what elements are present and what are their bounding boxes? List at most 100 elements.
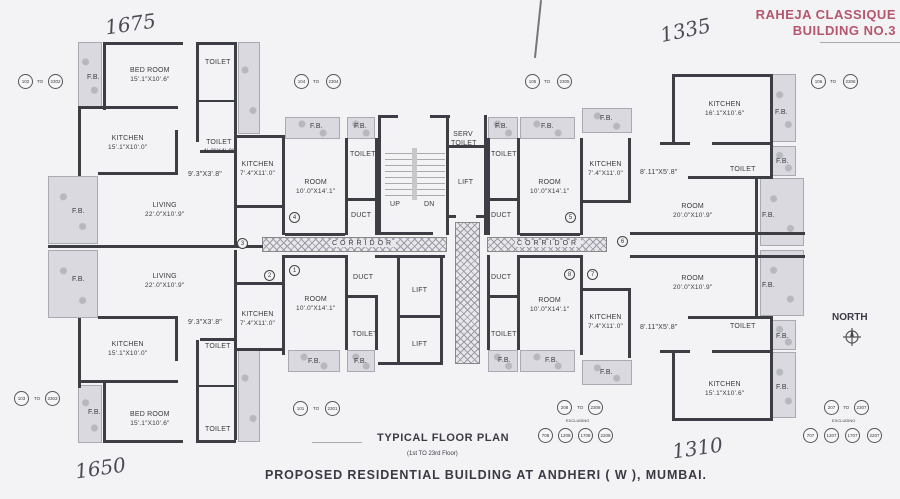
handwritten-note: 1335 — [658, 12, 713, 48]
flower-bed — [78, 385, 102, 443]
pen-stroke — [533, 0, 542, 58]
passage-right: 8'.11"X5'.8" — [640, 324, 678, 331]
title-rule — [312, 442, 362, 443]
fb-label: F.B. — [541, 123, 554, 130]
duct-label: DUCT — [353, 274, 374, 281]
fb-label: F.B. — [545, 357, 558, 364]
toilet-label: TOILET — [205, 59, 231, 66]
north-label: NORTH — [832, 312, 868, 323]
flower-bed — [238, 42, 260, 134]
corridor-label: CORRIDOR — [330, 240, 397, 247]
toilet-label: TOILET — [205, 343, 231, 350]
room-kitchen-left-bottom: KITCHEN 15'.1"X10'.0" — [108, 341, 148, 357]
duct-label: DUCT — [491, 212, 512, 219]
flower-bed — [78, 42, 102, 107]
room-right-top: ROOM 20'.0"X10'.9" — [673, 203, 713, 219]
stair-down-label: DN — [424, 201, 435, 208]
stair-up-label: UP — [390, 201, 401, 208]
stair-divider — [412, 148, 417, 200]
fb-label: F.B. — [310, 123, 323, 130]
flower-bed — [582, 108, 632, 133]
flower-bed — [772, 146, 796, 176]
toilet-small: TOILET 4'.3"X4'.0" — [203, 139, 235, 155]
grid-node: 6 — [617, 236, 628, 247]
room-living-top: LIVING 22'.0"X10'.9" — [145, 202, 185, 218]
flower-bed — [238, 350, 260, 442]
room-kitchen-mid: KITCHEN 7'.4"X11'.0" — [240, 161, 276, 177]
central-lobby — [455, 222, 480, 364]
fb-label: F.B. — [495, 123, 508, 130]
toilet-label: TOILET — [352, 331, 378, 338]
grid-node: 4 — [289, 212, 300, 223]
fb-label: F.B. — [354, 358, 367, 365]
serv-toilet-label: SERV TOILET — [451, 131, 477, 147]
flower-bed — [347, 350, 375, 372]
fb-label: F.B. — [498, 357, 511, 364]
flower-bed — [488, 350, 518, 372]
project-title: RAHEJA CLASSIQUE BUILDING NO.3 — [756, 7, 896, 39]
handwritten-note: 1310 — [670, 432, 725, 464]
flower-bed — [772, 352, 796, 418]
north-arrow-icon — [843, 328, 861, 346]
fb-label: F.B. — [72, 276, 85, 283]
toilet-label: TOILET — [730, 323, 756, 330]
room-right-bottom: ROOM 20'.0"X10'.9" — [673, 275, 713, 291]
room-living-bottom: LIVING 22'.0"X10'.9" — [145, 273, 185, 289]
room-bed-room-top: BED ROOM 15'.1"X10'.6" — [130, 67, 170, 83]
flower-bed — [772, 74, 796, 142]
fb-label: F.B. — [762, 282, 775, 289]
grid-node: 8 — [564, 269, 575, 280]
fb-label: F.B. — [775, 109, 788, 116]
room-kitchen-left-top: KITCHEN 15'.1"X10'.0" — [108, 135, 148, 151]
handwritten-note: 1675 — [103, 8, 158, 40]
passage-left-bottom: 9'.3"X3'.8" — [188, 319, 222, 326]
plan-title: TYPICAL FLOOR PLAN — [377, 432, 510, 444]
toilet-label: TOILET — [491, 151, 517, 158]
flower-bed — [288, 350, 340, 372]
flower-bed — [285, 117, 340, 139]
room-mid: ROOM 10'.0"X14'.1" — [530, 179, 570, 195]
fb-label: F.B. — [88, 409, 101, 416]
toilet-label: TOILET — [491, 331, 517, 338]
room-mid: ROOM 10'.0"X14'.1" — [296, 296, 336, 312]
flower-bed — [520, 117, 575, 139]
fb-label: F.B. — [600, 115, 613, 122]
fb-label: F.B. — [600, 369, 613, 376]
room-kitchen-mid: KITCHEN 7'.4"X11'.0" — [588, 314, 624, 330]
passage-right: 8'.11"X5'.8" — [640, 169, 678, 176]
room-mid: ROOM 10'.0"X14'.1" — [530, 297, 570, 313]
fb-label: F.B. — [776, 158, 789, 165]
room-mid: ROOM 10'.0"X14'.1" — [296, 179, 336, 195]
flower-bed — [488, 117, 518, 139]
fb-label: F.B. — [72, 208, 85, 215]
building-number: BUILDING NO.3 — [792, 23, 896, 38]
flower-bed — [582, 360, 632, 385]
flower-bed — [347, 117, 375, 139]
grid-node: 3 — [237, 238, 248, 249]
room-kitchen-mid: KITCHEN 7'.4"X11'.0" — [588, 161, 624, 177]
fb-label: F.B. — [776, 384, 789, 391]
passage-left-top: 9'.3"X3'.8" — [188, 171, 222, 178]
toilet-label: TOILET — [350, 151, 376, 158]
fb-label: F.B. — [762, 212, 775, 219]
toilet-label: TOILET — [730, 166, 756, 173]
duct-label: DUCT — [351, 212, 372, 219]
fb-label: F.B. — [87, 74, 100, 81]
room-kitchen-right-bottom: KITCHEN 15'.1"X10'.6" — [705, 381, 745, 397]
flower-bed — [520, 350, 575, 372]
duct-label: DUCT — [491, 274, 512, 281]
room-bed-room-bottom: BED ROOM 15'.1"X10'.6" — [130, 411, 170, 427]
handwritten-note: 1650 — [73, 452, 128, 484]
lift-label: LIFT — [458, 179, 474, 186]
toilet-label: TOILET — [205, 426, 231, 433]
room-kitchen-mid: KITCHEN 7'.4"X11'.0" — [240, 311, 276, 327]
room-kitchen-right-top: KITCHEN 16'.1"X10'.6" — [705, 101, 745, 117]
corridor-label: CORRIDOR — [515, 240, 582, 247]
title-underline — [820, 42, 900, 43]
project-caption: PROPOSED RESIDENTIAL BUILDING AT ANDHERI… — [265, 468, 707, 482]
floor-range: (1st TO 23rd Floor) — [407, 451, 458, 457]
flower-bed — [760, 250, 804, 316]
fb-label: F.B. — [354, 123, 367, 130]
grid-node: 5 — [565, 212, 576, 223]
grid-node: 1 — [289, 265, 300, 276]
